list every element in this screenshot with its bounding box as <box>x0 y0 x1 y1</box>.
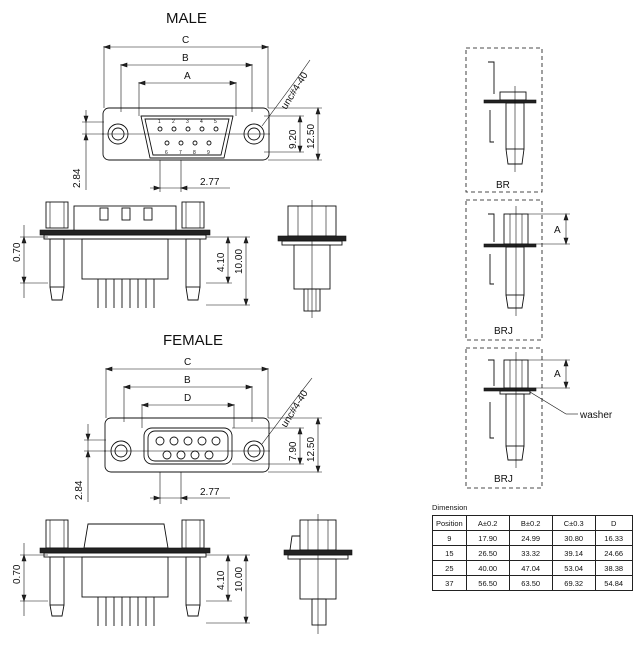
table-cell: 25 <box>432 560 467 576</box>
table-caption: Dimension <box>432 503 468 512</box>
table-header: B±0.2 <box>508 515 553 531</box>
table-header: C±0.3 <box>551 515 596 531</box>
male-pin-number: 2 <box>172 119 175 125</box>
male-thread-label: unc#4-40 <box>279 70 311 112</box>
table-cell: 47.04 <box>508 560 553 576</box>
male-pcb-pins <box>97 279 155 308</box>
table-cell: 38.38 <box>594 560 633 576</box>
male-height-inner: 9.20 <box>288 129 299 149</box>
table-header-row: Position A±0.2 B±0.2 C±0.3 D <box>432 515 633 531</box>
table-row: 9 17.90 24.99 30.80 16.33 <box>432 530 633 546</box>
male-pin-row-bottom: 6 7 8 9 <box>164 140 212 156</box>
option-brj-washer-dim-a: A <box>554 369 561 380</box>
table-cell: 54.84 <box>594 575 633 591</box>
male-dim-b: B <box>182 53 189 64</box>
male-end-view <box>277 200 347 318</box>
male-pin-number: 7 <box>179 150 182 156</box>
table-header: D <box>594 515 633 531</box>
male-side-view: 0.70 4.10 10.00 <box>12 201 250 308</box>
table-cell: 69.32 <box>551 575 596 591</box>
female-height-inner: 7.90 <box>288 441 299 461</box>
female-depth1-label: 0.70 <box>12 564 23 584</box>
female-end-view <box>283 514 353 634</box>
male-pin-row-top: 1 2 3 4 5 <box>157 119 219 132</box>
female-socket-rows <box>155 436 221 460</box>
male-depth1-label: 0.70 <box>12 242 23 262</box>
option-brj-label: BRJ <box>494 326 513 337</box>
option-br-view: BR <box>465 47 543 193</box>
table-cell: 40.00 <box>465 560 510 576</box>
male-pitch-label: 2.77 <box>200 177 220 188</box>
table-cell: 39.14 <box>551 545 596 561</box>
table-row: 25 40.00 47.04 53.04 38.38 <box>432 560 633 576</box>
male-pin-number: 3 <box>186 119 189 125</box>
female-thread-label: unc#4-40 <box>279 388 311 430</box>
male-front-view: MALE C B A 1 2 <box>72 10 322 192</box>
female-offset-label: 2.84 <box>74 480 85 500</box>
male-pin-number: 4 <box>200 119 203 125</box>
male-title: MALE <box>166 10 207 27</box>
male-dim-a: A <box>184 71 191 82</box>
female-pitch-label: 2.77 <box>200 487 220 498</box>
washer-label: washer <box>579 410 613 421</box>
table-cell: 53.04 <box>551 560 596 576</box>
table-cell: 24.99 <box>508 530 553 546</box>
female-dim-b: B <box>184 375 191 386</box>
female-depth3-label: 10.00 <box>234 567 245 592</box>
male-offset-label: 2.84 <box>72 168 83 188</box>
dimension-table: Position A±0.2 B±0.2 C±0.3 D 9 17.90 24.… <box>432 515 633 591</box>
table-cell: 9 <box>432 530 467 546</box>
male-pin-number: 1 <box>158 119 161 125</box>
option-brj-washer-view: A washer BRJ <box>465 347 613 489</box>
table-row: 37 56.50 63.50 69.32 54.84 <box>432 575 633 591</box>
table-cell: 56.50 <box>465 575 510 591</box>
table-cell: 17.90 <box>465 530 510 546</box>
table-header: A±0.2 <box>465 515 510 531</box>
female-title: FEMALE <box>163 332 223 349</box>
table-cell: 26.50 <box>465 545 510 561</box>
female-side-view: 0.70 4.10 10.00 <box>12 519 250 626</box>
option-brj-dim-a: A <box>554 225 561 236</box>
table-cell: 15 <box>432 545 467 561</box>
male-pin-number: 9 <box>207 150 210 156</box>
table-cell: 16.33 <box>594 530 633 546</box>
male-pin-number: 8 <box>193 150 196 156</box>
male-depth2-label: 4.10 <box>216 252 227 272</box>
male-pin-number: 6 <box>165 150 168 156</box>
option-brj-view: A BRJ <box>465 199 570 341</box>
female-dim-c: C <box>184 357 191 368</box>
table-header: Position <box>432 515 467 531</box>
female-height-outer: 12.50 <box>306 437 317 462</box>
male-pin-number: 5 <box>214 119 217 125</box>
table-cell: 24.66 <box>594 545 633 561</box>
table-cell: 63.50 <box>508 575 553 591</box>
table-cell: 37 <box>432 575 467 591</box>
option-br-label: BR <box>496 180 510 191</box>
male-depth3-label: 10.00 <box>234 249 245 274</box>
table-row: 15 26.50 33.32 39.14 24.66 <box>432 545 633 561</box>
female-front-view: FEMALE C B D unc#4-40 <box>74 332 322 504</box>
female-depth2-label: 4.10 <box>216 570 227 590</box>
male-height-outer: 12.50 <box>306 124 317 149</box>
female-pcb-pins <box>97 597 155 626</box>
option-brj-washer-label: BRJ <box>494 474 513 485</box>
table-cell: 33.32 <box>508 545 553 561</box>
male-dim-c: C <box>182 35 189 46</box>
female-dim-d: D <box>184 393 191 404</box>
table-cell: 30.80 <box>551 530 596 546</box>
